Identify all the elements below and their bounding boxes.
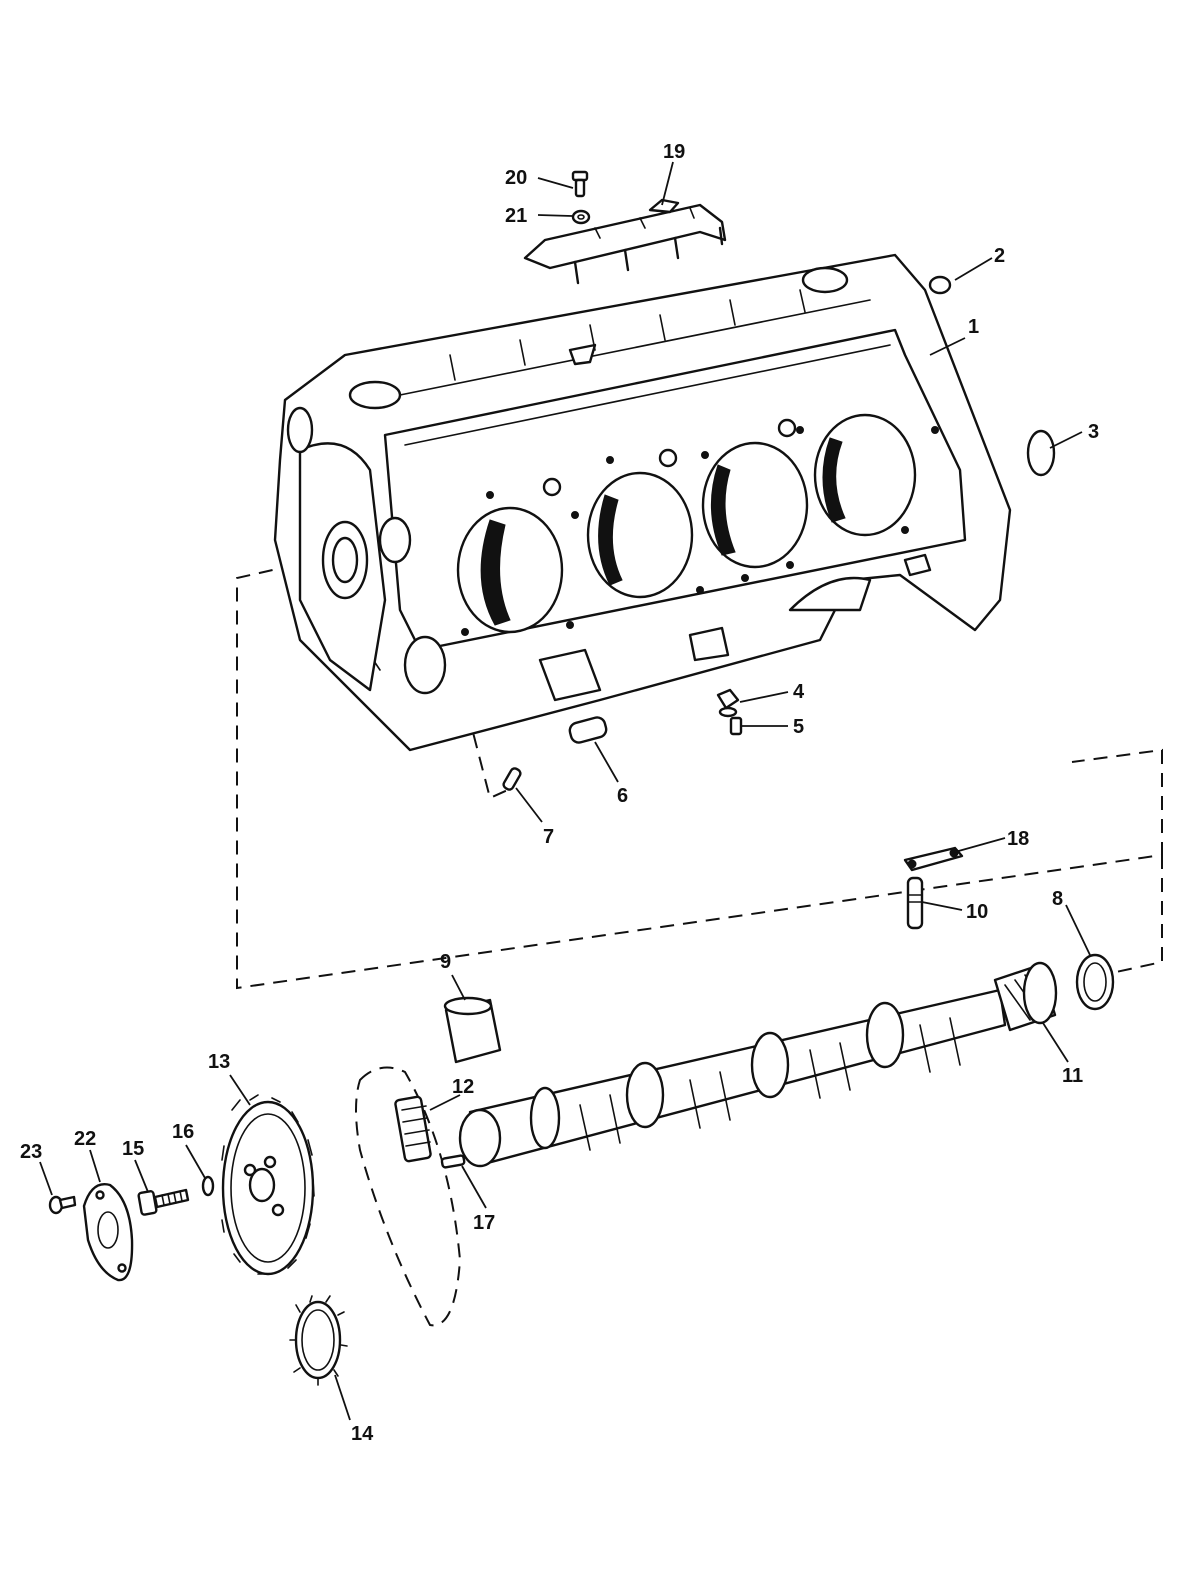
part-3-expansion-plug: [1026, 429, 1056, 477]
callout-6: 6: [617, 785, 628, 807]
callout-17: 17: [473, 1212, 495, 1234]
part-13-camshaft-sprocket: [221, 1094, 315, 1276]
part-21-nut: [571, 209, 591, 225]
part-10-valve-lifter: [906, 876, 924, 930]
part-14-crankshaft-sprocket: [289, 1295, 348, 1386]
part-15-bolt: [137, 1188, 190, 1216]
callout-10: 10: [966, 901, 988, 923]
engine-block: [273, 253, 1012, 752]
callout-22: 22: [74, 1128, 96, 1150]
callout-14: 14: [351, 1423, 374, 1445]
part-22-retainer-plate: [82, 1183, 134, 1282]
callout-18: 18: [1007, 828, 1029, 850]
callout-2: 2: [994, 245, 1005, 267]
part-16-washer: [201, 1175, 215, 1197]
callout-labels: 1 2 3 4 5 6 7 8 9 10 11 12 13 14 15 16 1…: [20, 141, 1099, 1445]
callout-21: 21: [505, 205, 527, 227]
callout-5: 5: [793, 716, 804, 738]
part-7-dowel-pin: [502, 767, 522, 791]
part-8-camshaft-bearing: [1075, 953, 1115, 1011]
part-2-cup-plug: [928, 275, 952, 295]
leader-lines: [39, 161, 1091, 1421]
part-9-camshaft-bearing: [443, 996, 502, 1064]
callout-9: 9: [440, 951, 451, 973]
part-18-lifter-guide: [903, 846, 964, 872]
part-12-timing-chain: [355, 1066, 462, 1327]
callout-7: 7: [543, 826, 554, 848]
callout-23: 23: [20, 1141, 42, 1163]
callout-1: 1: [968, 316, 979, 338]
part-23-screw: [48, 1195, 77, 1215]
part-17-dowel-pin: [440, 1154, 466, 1169]
callout-16: 16: [172, 1121, 194, 1143]
callout-12: 12: [452, 1076, 474, 1098]
callout-20: 20: [505, 167, 527, 189]
callout-8: 8: [1052, 888, 1063, 910]
callout-19: 19: [663, 141, 685, 163]
part-4-drain-plug: [716, 688, 740, 718]
part-19-lifter-retainer: [523, 198, 727, 285]
callout-11: 11: [1062, 1065, 1083, 1087]
part-20-bolt: [571, 170, 589, 198]
part-6-bearing: [568, 716, 608, 744]
callout-3: 3: [1088, 421, 1099, 443]
callout-13: 13: [208, 1051, 230, 1073]
part-5-plug: [729, 716, 743, 736]
callout-4: 4: [793, 681, 805, 703]
part-11-camshaft: [458, 961, 1058, 1168]
callout-15: 15: [122, 1138, 144, 1160]
